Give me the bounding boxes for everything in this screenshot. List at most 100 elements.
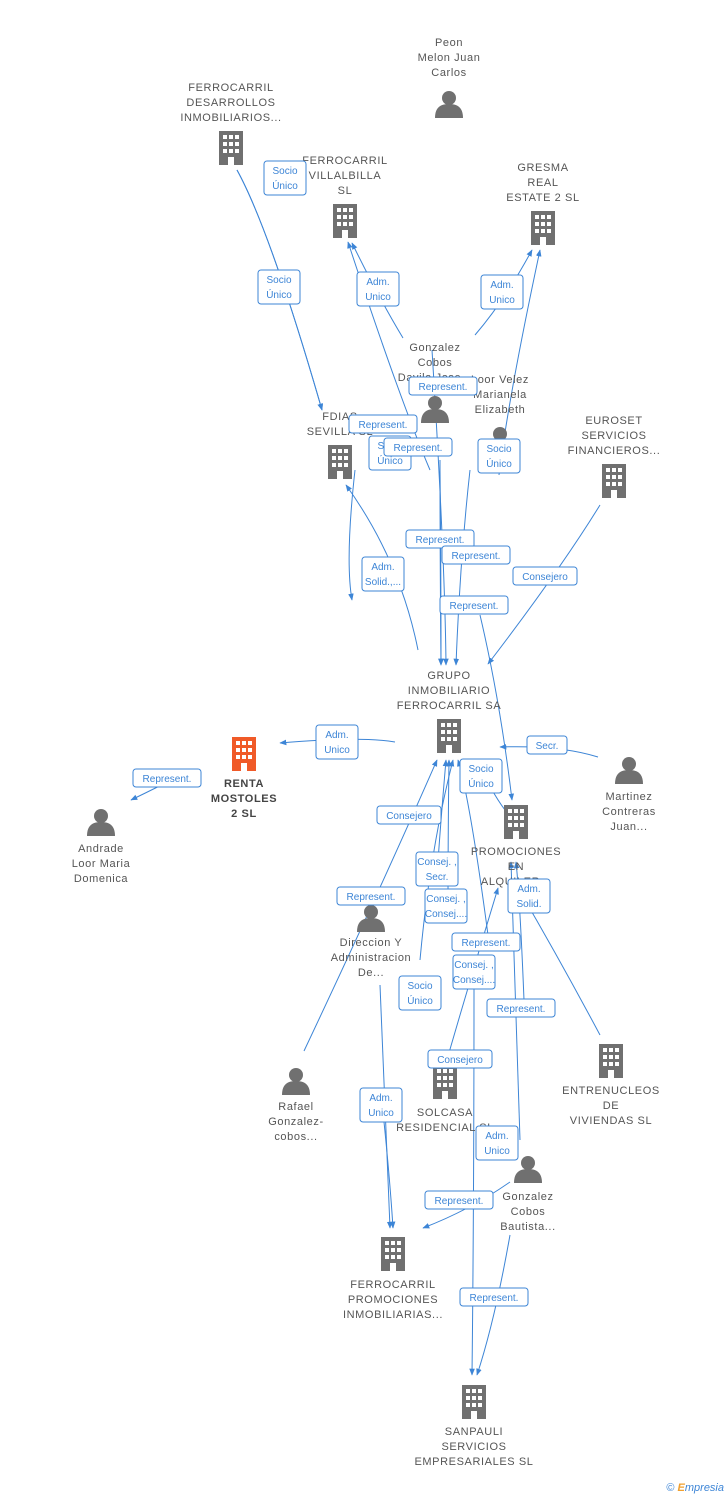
edge-label-box (477, 438, 521, 474)
edge-label[interactable]: Consej. ,Consej.... (452, 954, 496, 990)
node-label: DE (603, 1100, 619, 1112)
edge-label-text: Socio (272, 166, 297, 177)
edge-label[interactable]: Adm. Unico (315, 724, 359, 760)
edge-label-box (132, 768, 202, 788)
edge-label[interactable]: Represent. (408, 376, 478, 396)
edge-label[interactable]: Secr. (526, 735, 568, 755)
person-icon (357, 905, 385, 932)
node-label: INMOBILIARIOS... (180, 112, 281, 124)
building-icon (333, 204, 357, 238)
edge-label[interactable]: Represent. (441, 545, 511, 565)
node-label: RESIDENCIAL SL (396, 1122, 494, 1134)
node-ent[interactable]: ENTRENUCLEOS DE VIVIENDAS SL (562, 1044, 660, 1127)
node-label: VIVIENDAS SL (570, 1115, 652, 1127)
edge-label[interactable]: Consej. ,Consej.... (424, 888, 468, 924)
edge-label-box (398, 975, 442, 1011)
edge-label[interactable]: Consej. ,Secr. (415, 851, 459, 887)
edge-label[interactable]: Adm. Solid.,... (361, 556, 405, 592)
node-label: SERVICIOS (581, 430, 646, 442)
edge-label[interactable]: Consejero (376, 805, 442, 825)
edge-label-text: Consejero (522, 572, 568, 583)
edge-label[interactable]: Consejero (427, 1049, 493, 1069)
building-icon (437, 719, 461, 753)
node-label: SANPAULI (445, 1426, 503, 1438)
edge-label-text: Único (266, 288, 292, 301)
edge-label[interactable]: Consejero (512, 566, 578, 586)
edge-label-text: Represent. (497, 1004, 546, 1015)
node-dya[interactable]: Direccion YAdministracionDe... (331, 905, 412, 979)
edge-label[interactable]: Adm.Solid. (507, 878, 551, 914)
node-fdi[interactable]: FERROCARRILDESARROLLOSINMOBILIARIOS... (180, 82, 281, 165)
node-eur[interactable]: EUROSETSERVICIOSFINANCIEROS... (568, 415, 661, 498)
node-label: Gonzalez- (268, 1116, 324, 1128)
edge-label-text: Secr. (536, 741, 559, 752)
edge-label[interactable]: Represent. (451, 932, 521, 952)
node-fpi[interactable]: FERROCARRILPROMOCIONESINMOBILIARIAS... (343, 1237, 443, 1321)
edge-label-box (439, 595, 509, 615)
edge-label-box (376, 805, 442, 825)
edge-label[interactable]: Represent. (439, 595, 509, 615)
node-label: ENTRENUCLEOS (562, 1085, 660, 1097)
edge-label[interactable]: Represent. (405, 529, 475, 549)
edge-label-box (356, 271, 400, 307)
edge-label-text: Represent. (470, 1293, 519, 1304)
edge-label-text: Consejero (437, 1055, 483, 1066)
edge-label-text: Represent. (394, 443, 443, 454)
node-raf[interactable]: RafaelGonzalez-cobos... (268, 1068, 324, 1143)
edge-label[interactable]: Represent. (459, 1287, 529, 1307)
edge-label-text: Consej.... (453, 975, 495, 986)
node-mcj[interactable]: MartinezContrerasJuan... (602, 757, 656, 833)
edge-label-box (336, 886, 406, 906)
edge-label-text: Unico (484, 1146, 510, 1157)
edge-label-text: Unico (324, 745, 350, 756)
node-label: Gonzalez (502, 1191, 553, 1203)
node-gcb[interactable]: GonzalezCobosBautista... (500, 1156, 556, 1233)
node-label: Gonzalez (409, 342, 460, 354)
edge-label[interactable]: Adm. Unico (480, 274, 524, 310)
edge-label[interactable]: Adm.Unico (356, 271, 400, 307)
edge-label[interactable]: Represent. (336, 886, 406, 906)
edge-label[interactable]: Represent. (348, 414, 418, 434)
empresia-watermark[interactable]: © Empresia (666, 1482, 724, 1494)
edge-label-text: Adm. (490, 280, 513, 291)
edge-label[interactable]: Represent. (424, 1190, 494, 1210)
edge-label-text: Adm. (325, 730, 348, 741)
edge-label-text: Unico (489, 295, 515, 306)
node-label: Juan... (610, 821, 647, 833)
edge-label-text: Adm. (366, 277, 389, 288)
relation-edge (382, 1111, 396, 1229)
edge-label[interactable]: Represent. (486, 998, 556, 1018)
edge-label-text: Adm. (371, 562, 394, 573)
node-label: Administracion (331, 952, 412, 964)
edge-label-box (263, 160, 307, 196)
edge-label[interactable]: Adm.Unico (359, 1087, 403, 1123)
brand-logo: Empresia (677, 1482, 724, 1494)
edge-label[interactable]: Represent. (383, 437, 453, 457)
node-label: FINANCIEROS... (568, 445, 661, 457)
node-label: FERROCARRIL (188, 82, 273, 94)
edge-label-text: Represent. (143, 774, 192, 785)
edge-label[interactable]: Represent. (132, 768, 202, 788)
edge-label-text: Solid.,... (365, 577, 401, 588)
building-icon (328, 445, 352, 479)
edge-label-box (459, 758, 503, 794)
node-label: Marianela (473, 389, 527, 401)
node-pea[interactable]: PROMOCIONESENALQUILER... (471, 805, 561, 888)
edge-label-box (257, 269, 301, 305)
edge-label[interactable]: Adm.Unico (475, 1125, 519, 1161)
